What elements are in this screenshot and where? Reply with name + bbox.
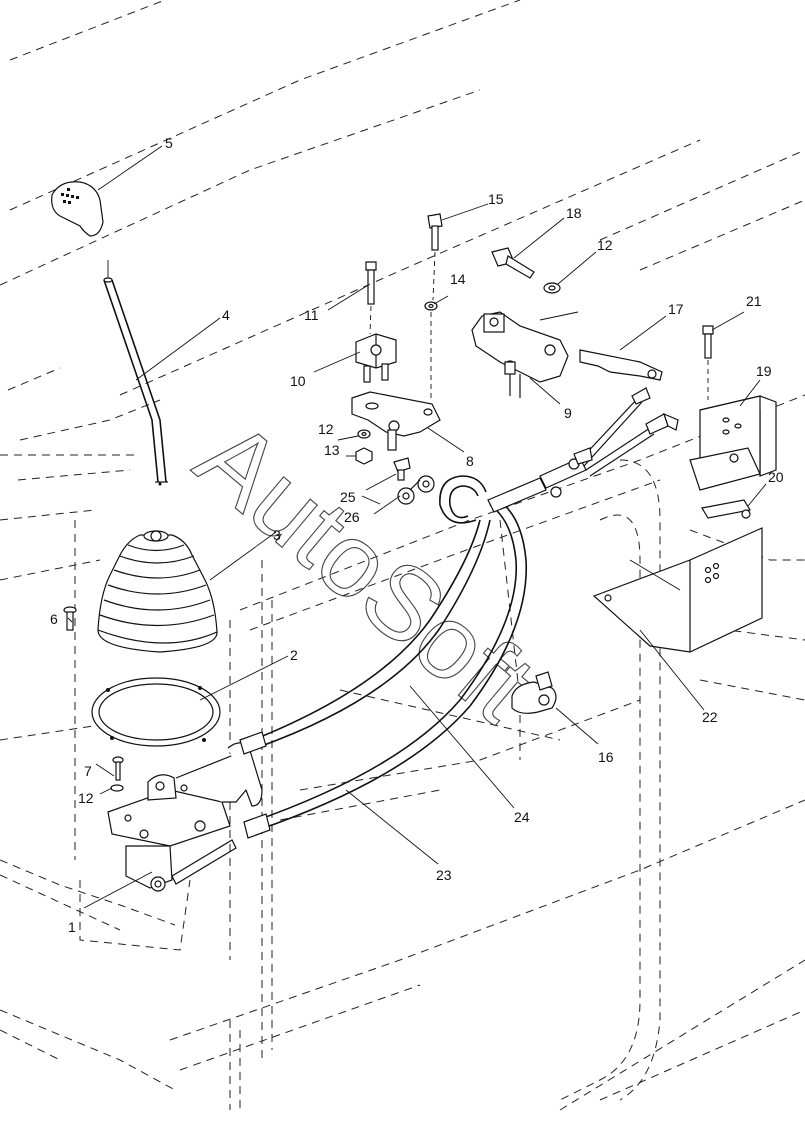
callout-22: 22 — [702, 709, 718, 725]
cable-bracket-part-9 — [471, 311, 569, 398]
bracket-part-16 — [511, 671, 557, 714]
callout-20: 20 — [768, 469, 784, 485]
callout-24: 24 — [514, 809, 530, 825]
callout-19: 19 — [756, 363, 772, 379]
callout-7: 7 — [84, 763, 92, 779]
callout-5: 5 — [165, 135, 173, 151]
bolt-part-18 — [491, 247, 535, 279]
callout-6: 6 — [50, 611, 58, 627]
callout-17: 17 — [668, 301, 684, 317]
cable-end-connectors — [487, 387, 679, 513]
callout-4: 4 — [222, 307, 230, 323]
callout-25: 25 — [340, 489, 356, 505]
callout-15: 15 — [488, 191, 504, 207]
washer-part-14 — [424, 301, 438, 400]
callout-21: 21 — [746, 293, 762, 309]
shift-cable-part-24 — [239, 519, 491, 755]
washer-part-12-mid — [357, 429, 371, 439]
callout-2: 2 — [290, 647, 298, 663]
callout-26: 26 — [344, 509, 360, 525]
callout-16: 16 — [598, 749, 614, 765]
retainer-ring-part-2 — [91, 677, 221, 747]
lever-arm-part-17 — [539, 311, 663, 381]
callout-12-lower: 12 — [78, 790, 94, 806]
bracket-part-19 — [689, 395, 777, 491]
clip-part-26 — [397, 475, 435, 505]
callout-9: 9 — [564, 405, 572, 421]
callout-8: 8 — [466, 453, 474, 469]
shift-lever-part-4 — [103, 260, 168, 486]
callout-13: 13 — [324, 442, 340, 458]
shifter-base-part-1 — [107, 742, 263, 892]
callout-10: 10 — [290, 373, 306, 389]
shift-knob-part-5 — [51, 181, 104, 237]
nut-part-13 — [355, 447, 373, 465]
callout-3: 3 — [273, 527, 281, 543]
screw-part-6 — [63, 606, 77, 631]
bracket-plate-part-22 — [592, 527, 763, 653]
callout-18: 18 — [566, 205, 582, 221]
callout-1: 1 — [68, 919, 76, 935]
washer-part-12-top — [543, 282, 561, 294]
clip-part-20 — [701, 499, 751, 519]
callout-12-top: 12 — [597, 237, 613, 253]
shifter-boot-part-3 — [97, 530, 218, 653]
pin-part-25 — [393, 457, 411, 481]
callout-23: 23 — [436, 867, 452, 883]
bolt-part-11 — [365, 261, 377, 335]
clamp-part-10 — [355, 333, 397, 383]
bolt-part-15 — [427, 213, 443, 301]
cable-loop — [439, 475, 487, 524]
callout-12-mid: 12 — [318, 421, 334, 437]
select-cable-part-23 — [243, 499, 528, 839]
screw-part-7 — [110, 756, 124, 792]
bolt-part-21 — [702, 325, 714, 400]
mounting-plate-part-8 — [351, 391, 441, 451]
callout-labels: 5 4 3 2 6 7 12 1 8 9 10 11 12 13 14 15 1… — [50, 135, 784, 935]
callout-leaders — [67, 145, 767, 909]
callout-11: 11 — [304, 307, 319, 323]
callout-14: 14 — [450, 271, 466, 287]
